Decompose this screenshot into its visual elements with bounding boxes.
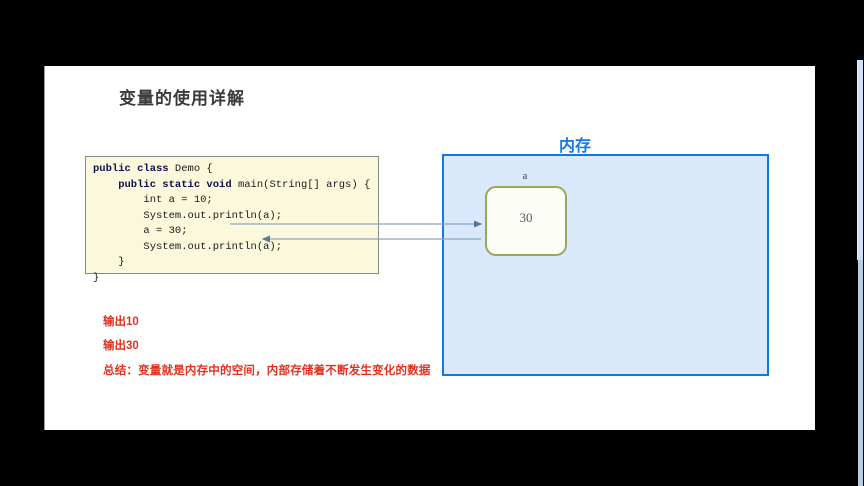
note-output-first: 输出10 [103,316,139,328]
code-line: } [93,255,378,271]
scrollbar-track[interactable] [858,60,863,486]
code-text: System.out.println(a); [93,209,283,222]
page-title: 变量的使用详解 [119,89,245,108]
code-text: main(String[] args) { [237,178,371,191]
code-keyword: public static void [93,178,238,191]
java-code-block: public class Demo { public static void m… [85,156,379,284]
note-summary: 总结：变量就是内存中的空间，内部存储着不断发生变化的数据 [103,365,431,377]
code-text: a = 30; [93,225,188,237]
code-text: } [93,256,125,268]
variable-name-label: a [522,171,528,182]
code-line: int a = 10; [93,193,378,209]
code-text: System.out.println(a); [93,240,283,253]
scrollbar-thumb[interactable] [857,60,863,260]
code-text: } [93,271,100,284]
code-text: int a = 10; [93,194,213,206]
variable-value: 30 [519,210,533,225]
code-line: System.out.println(a); [93,209,378,225]
code-line: System.out.println(a); [93,240,378,256]
presentation-slide: 变量的使用详解 public class Demo { public stati… [44,66,815,430]
code-line: public class Demo { [93,162,378,178]
code-line: public static void main(String[] args) { [93,178,378,194]
code-line: a = 30; [93,224,378,240]
memory-heading: 内存 [558,138,591,155]
variable-cell [485,186,567,256]
note-output-second: 输出30 [103,340,139,352]
code-keyword: public class [93,163,175,175]
code-text: Demo { [174,163,213,175]
code-line: } [93,271,378,287]
